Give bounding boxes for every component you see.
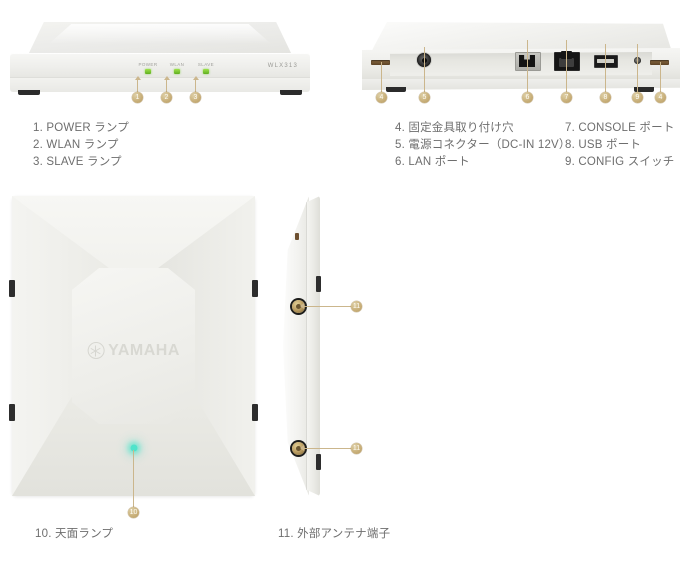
leader-line-4l [381, 62, 382, 93]
callout-badge-2[interactable]: 2 [161, 92, 172, 103]
caption-item-1: 1. POWER ランプ [33, 122, 129, 134]
leader-line-3 [195, 80, 196, 93]
slave-led-label: SLAVE [197, 62, 215, 67]
leader-line-6 [527, 40, 528, 93]
front-foot-left [18, 90, 40, 95]
wlan-led-label: WLAN [169, 62, 185, 67]
leader-arrow-2 [164, 76, 170, 80]
rear-foot-left [386, 87, 406, 92]
caption-item-6: 6. LAN ポート [395, 156, 470, 168]
caption-item-7: 7. CONSOLE ポート [565, 122, 675, 134]
front-face-panel [10, 53, 310, 77]
front-foot-right [280, 90, 302, 95]
top-view-housing: YAMAHA [9, 196, 258, 496]
side-tab-top-right [252, 280, 258, 297]
callout-badge-4-left[interactable]: 4 [376, 92, 387, 103]
usb-port-icon [594, 55, 618, 68]
rear-foot-right [634, 87, 654, 92]
front-lower-band [10, 77, 310, 92]
rear-lower-band [362, 79, 680, 90]
yamaha-wordmark: YAMAHA [108, 341, 180, 359]
callout-badge-8[interactable]: 8 [600, 92, 611, 103]
front-view-captions: 1. POWER ランプ 2. WLAN ランプ 3. SLAVE ランプ [33, 120, 129, 171]
top-view-device: YAMAHA [9, 196, 258, 496]
leader-line-2 [166, 80, 167, 93]
leader-arrow-1 [135, 76, 141, 80]
yamaha-tuning-fork-icon [87, 342, 105, 359]
callout-badge-7[interactable]: 7 [561, 92, 572, 103]
side-tab-lower [316, 454, 321, 470]
leader-line-9 [637, 44, 638, 93]
front-view-device: WLX313 POWER WLAN SLAVE [10, 22, 310, 95]
side-tab-upper [316, 276, 321, 292]
side-seam-line [306, 202, 307, 490]
wlan-led [174, 69, 180, 74]
callout-badge-6[interactable]: 6 [522, 92, 533, 103]
side-tab-top-left [9, 280, 15, 297]
leader-arrow-11-upper [300, 303, 304, 309]
leader-line-7 [566, 40, 567, 93]
callout-badge-5[interactable]: 5 [419, 92, 430, 103]
yamaha-logo: YAMAHA [87, 342, 180, 359]
callout-badge-4-right[interactable]: 4 [655, 92, 666, 103]
power-led [145, 69, 151, 74]
rear-view-device [362, 22, 680, 96]
leader-line-1 [137, 80, 138, 93]
model-name-label: WLX313 [267, 63, 298, 69]
callout-badge-10[interactable]: 10 [128, 507, 139, 518]
caption-item-8: 8. USB ポート [565, 139, 642, 151]
front-top-shell [28, 22, 292, 55]
top-view-caption: 10. 天面ランプ [35, 528, 114, 540]
rear-view-captions-left: 4. 固定金具取り付け穴 5. 電源コネクター（DC-IN 12V） 6. LA… [395, 120, 571, 171]
leader-arrow-3 [193, 76, 199, 80]
leader-line-11-upper [304, 306, 352, 307]
leader-line-4r [660, 62, 661, 93]
leader-line-10 [133, 450, 134, 508]
rear-view-captions-right: 7. CONSOLE ポート 8. USB ポート 9. CONFIG スイッチ [565, 120, 675, 171]
caption-item-9: 9. CONFIG スイッチ [565, 156, 675, 168]
leader-line-5 [424, 47, 425, 93]
caption-item-5: 5. 電源コネクター（DC-IN 12V） [395, 139, 571, 151]
rear-top-shell [372, 22, 672, 52]
side-view-device [283, 196, 329, 496]
mounting-hole-right-icon [650, 60, 669, 65]
caption-item-4: 4. 固定金具取り付け穴 [395, 122, 514, 134]
callout-badge-11-upper[interactable]: 11 [351, 301, 362, 312]
caption-item-3: 3. SLAVE ランプ [33, 156, 122, 168]
caption-item-2: 2. WLAN ランプ [33, 139, 119, 151]
callout-badge-9[interactable]: 9 [632, 92, 643, 103]
callout-badge-3[interactable]: 3 [190, 92, 201, 103]
lan-port-icon [515, 52, 541, 71]
side-view-caption: 11. 外部アンテナ端子 [278, 528, 391, 540]
leader-arrow-11-lower [300, 445, 304, 451]
leader-line-11-lower [304, 448, 352, 449]
slave-led [203, 69, 209, 74]
side-tab-bottom-right [252, 404, 258, 421]
side-vent-slot [295, 233, 299, 240]
console-port-icon [554, 51, 580, 71]
side-edge-panel [307, 196, 320, 496]
leader-line-8 [605, 44, 606, 93]
mounting-hole-left-icon [371, 60, 390, 65]
callout-badge-1[interactable]: 1 [132, 92, 143, 103]
power-led-label: POWER [138, 62, 158, 67]
side-tab-bottom-left [9, 404, 15, 421]
top-lamp-led [130, 444, 137, 452]
callout-badge-11-lower[interactable]: 11 [351, 443, 362, 454]
